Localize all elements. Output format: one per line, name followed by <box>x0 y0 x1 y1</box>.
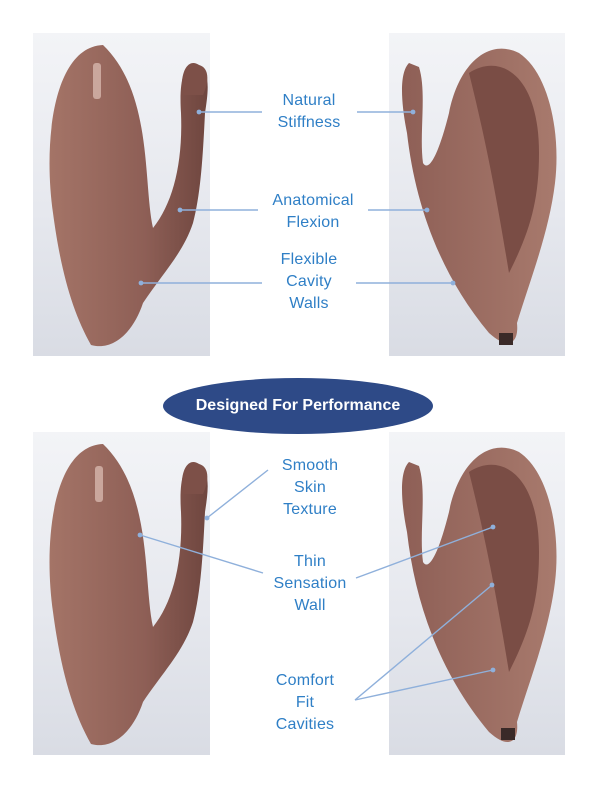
callout-anatomical-flexion: Anatomical Flexion <box>258 190 368 234</box>
callout-line: Flexion <box>286 214 340 231</box>
callout-line: Flexible <box>280 251 338 268</box>
callout-line: Fit <box>295 694 315 711</box>
callout-comfort-fit-cavities: Comfort Fit Cavities <box>258 670 352 736</box>
callout-line: Wall <box>294 597 326 614</box>
callout-line: Thin <box>294 553 326 570</box>
leader-thin-wall-left <box>139 534 264 574</box>
callout-line: Stiffness <box>277 114 341 131</box>
callout-thin-sensation-wall: Thin Sensation Wall <box>263 551 357 617</box>
callout-line: Smooth <box>281 457 339 474</box>
callout-line: Sensation <box>273 575 347 592</box>
designed-for-performance-banner: Designed For Performance <box>163 378 433 434</box>
callout-flexible-cavity-walls: Flexible Cavity Walls <box>262 249 356 315</box>
callout-line: Texture <box>283 501 337 518</box>
prosthetic-back-view <box>402 48 557 345</box>
callout-line: Comfort <box>275 672 335 689</box>
prosthetic-front-view-lower <box>49 444 208 746</box>
callout-smooth-skin-texture: Smooth Skin Texture <box>268 455 352 521</box>
callout-line: Walls <box>289 295 329 312</box>
product-render-top-left <box>33 33 210 356</box>
prosthetic-front-view <box>49 45 208 347</box>
callout-line: Skin <box>294 479 326 496</box>
product-render-top-right <box>389 33 565 356</box>
callout-line: Natural <box>282 92 336 109</box>
product-render-bottom-left <box>33 432 210 755</box>
leader-comfort-fit-lower <box>354 669 494 701</box>
callout-line: Anatomical <box>272 192 354 209</box>
leader-thin-wall-right <box>355 526 494 579</box>
callout-natural-stiffness: Natural Stiffness <box>262 90 356 134</box>
callout-line: Cavity <box>286 273 332 290</box>
callout-line: Cavities <box>275 716 335 733</box>
leader-smooth-skin <box>206 469 269 519</box>
leader-comfort-fit-upper <box>354 584 493 701</box>
